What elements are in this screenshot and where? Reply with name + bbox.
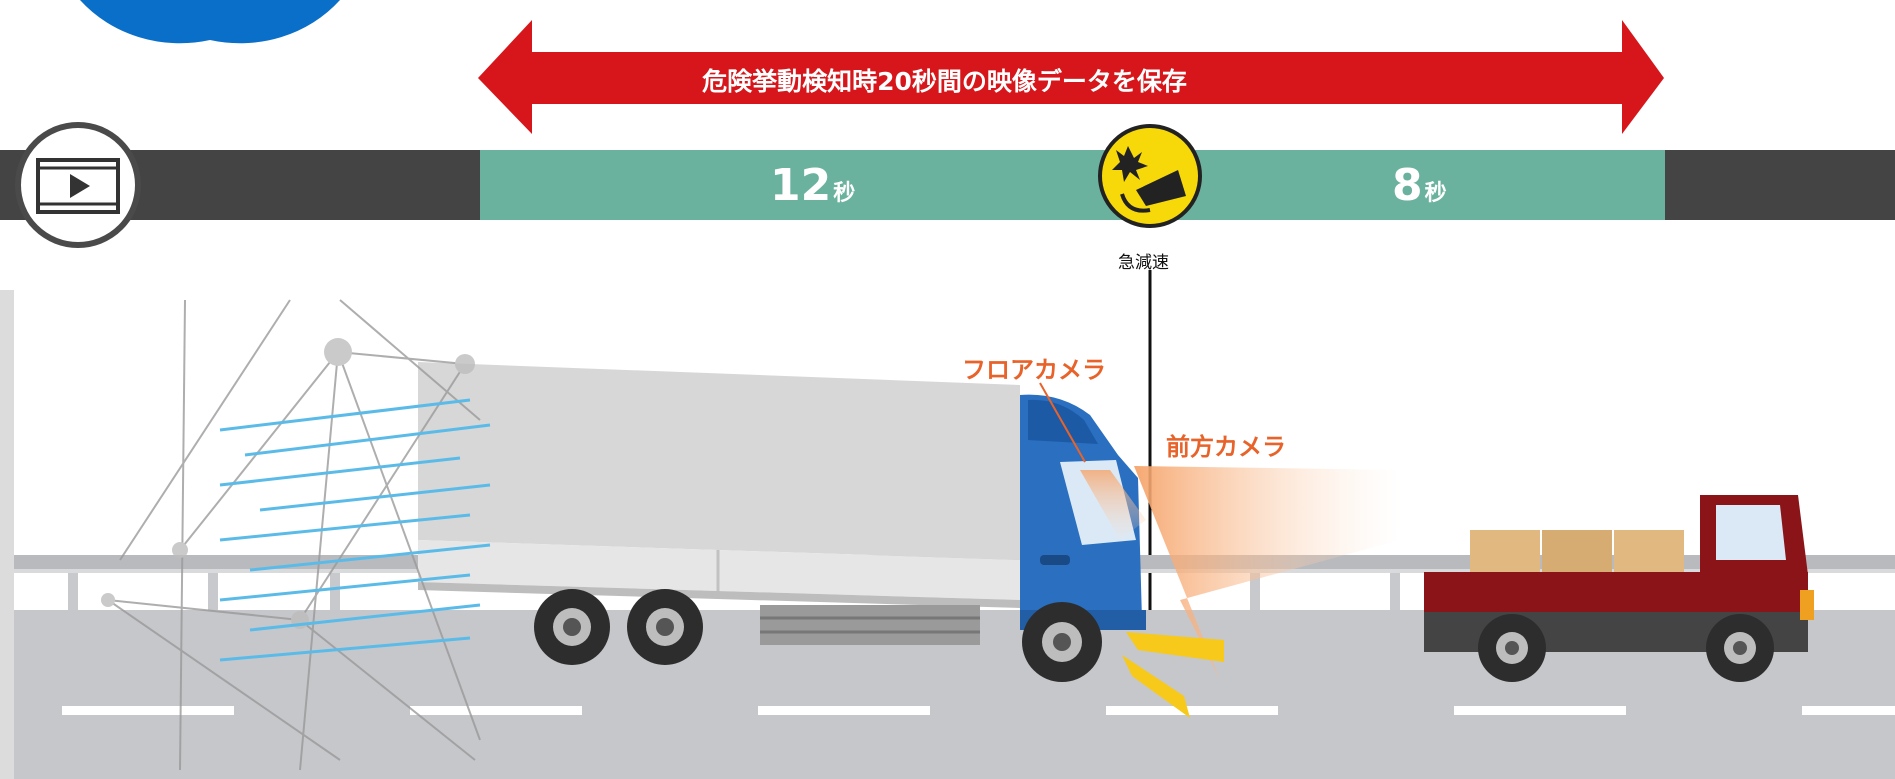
after-event-duration: 8秒 xyxy=(1392,160,1447,211)
floor-camera-pointer xyxy=(1039,382,1086,463)
banner-caption: 危険挙動検知時20秒間の映像データを保存 xyxy=(702,67,1187,96)
truck-cargo-box xyxy=(418,362,1020,645)
timeline-saved-segment xyxy=(480,150,1665,220)
sudden-brake-icon xyxy=(1098,124,1202,228)
front-camera-label: 前方カメラ xyxy=(1166,433,1286,461)
left-fade xyxy=(0,290,14,779)
after-event-value: 8 xyxy=(1392,160,1423,211)
braking-marks xyxy=(1122,632,1224,718)
front-camera-beam xyxy=(1134,466,1400,680)
sensor-scan-lines xyxy=(219,398,491,662)
before-event-duration: 12秒 xyxy=(770,160,855,211)
duration-arrow xyxy=(478,20,1664,134)
pickup-truck xyxy=(1424,495,1814,682)
floor-camera-beam xyxy=(1080,470,1146,540)
lane-markings xyxy=(62,706,1895,715)
truck-wheels xyxy=(534,589,1102,682)
event-label: 急減速 xyxy=(1118,253,1169,273)
floor-camera-label: フロアカメラ xyxy=(962,356,1106,384)
sensor-wireframe xyxy=(101,299,481,771)
after-event-unit: 秒 xyxy=(1424,181,1447,206)
video-play-icon xyxy=(15,122,141,248)
corner-badge xyxy=(80,0,340,44)
before-event-unit: 秒 xyxy=(833,181,856,206)
banner-caption-wrap: 危険挙動検知時20秒間の映像データを保存 xyxy=(0,62,1895,98)
before-event-value: 12 xyxy=(770,160,832,211)
